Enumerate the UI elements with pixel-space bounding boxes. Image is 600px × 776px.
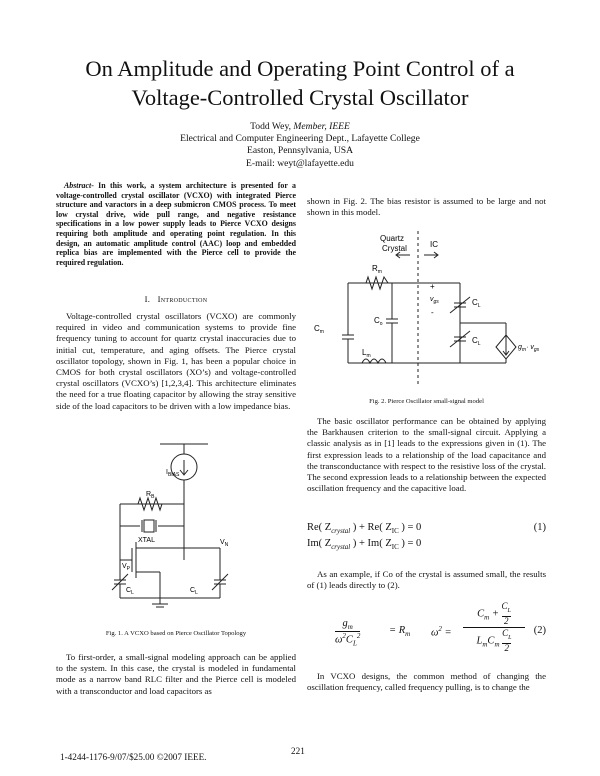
equation-1-line-1: Re( Zcrystal ) + Re( ZIC ) = 0 — [307, 522, 422, 536]
equation-1: Re( Zcrystal ) + Re( ZIC ) = 0 Im( Zcrys… — [307, 522, 546, 552]
title-line-2: Voltage-Controlled Crystal Oscillator — [131, 85, 469, 110]
paragraph-text: The basic oscillator performance can be … — [307, 416, 546, 494]
author-membership: Member, IEEE — [293, 121, 350, 132]
author-line: Todd Wey, Member, IEEE — [0, 121, 600, 133]
section-number: I. — [144, 294, 151, 304]
author-email[interactable]: E-mail: weyt@lafayette.edu — [246, 157, 354, 169]
vcxo-paragraph: In VCXO designs, the common method of ch… — [307, 671, 546, 693]
paragraph-text: As an example, if Co of the crystal is a… — [307, 569, 546, 591]
xtal-label: XTAL — [138, 537, 155, 544]
analysis-paragraph: The basic oscillator performance can be … — [307, 416, 546, 494]
rb-label: RB — [146, 491, 155, 500]
figure-2-small-signal-model: Quartz Crystal IC Rm Cm Co Lm + vgs - CL… — [314, 231, 540, 387]
paragraph-text: In VCXO designs, the common method of ch… — [307, 671, 546, 693]
vn-label: VN — [220, 539, 229, 548]
paragraph-text: Voltage-controlled crystal oscillators (… — [56, 311, 296, 411]
section-heading: I. Introduction — [56, 294, 296, 305]
title-line-1: On Amplitude and Operating Point Control… — [85, 56, 515, 81]
minus-label: - — [431, 308, 434, 317]
equation-2-omega: ω2 = — [431, 625, 452, 639]
lm-label: Lm — [362, 348, 371, 359]
equation-1-line-2: Im( Zcrystal ) + Im( ZIC ) = 0 — [307, 538, 422, 552]
cm-label: Cm — [314, 324, 324, 335]
abstract-label: Abstract — [64, 181, 92, 190]
plus-label: + — [430, 282, 435, 291]
example-paragraph: As an example, if Co of the crystal is a… — [307, 569, 546, 591]
co-label: Co — [374, 316, 383, 327]
vgs-label: vgs — [430, 296, 439, 305]
paper-title: On Amplitude and Operating Point Control… — [0, 54, 600, 112]
equation-2-fraction-1: gm ω2CL2 — [335, 618, 361, 648]
right-intro-text: shown in Fig. 2. The bias resistor is as… — [307, 196, 546, 218]
figure-1-caption: Fig. 1. A VCXO based on Pierce Oscillato… — [105, 630, 247, 637]
intro-paragraph-1: Voltage-controlled crystal oscillators (… — [56, 311, 296, 412]
abstract-text: - In this work, a system architecture is… — [56, 181, 296, 267]
ic-label: IC — [430, 240, 438, 249]
intro-paragraph-2: To first-order, a small-signal modeling … — [56, 652, 296, 697]
footer-copyright: 1-4244-1176-9/07/$25.00 ©2007 IEEE. — [60, 752, 207, 762]
abstract: Abstract- In this work, a system archite… — [56, 181, 296, 267]
lm-inductor — [361, 358, 387, 365]
figure-2-caption: Fig. 2. Pierce Oscillator small-signal m… — [369, 398, 484, 405]
equation-1-number: (1) — [533, 522, 546, 533]
ibias-label: IBIAS — [166, 469, 180, 478]
author-name: Todd Wey, — [250, 121, 292, 132]
equation-2-rm: = Rm — [389, 625, 411, 639]
rb-resistor — [137, 496, 163, 512]
paragraph-text: To first-order, a small-signal modeling … — [56, 652, 296, 696]
quartz-label: Quartz — [380, 234, 404, 243]
rm-resistor — [365, 275, 389, 291]
figure-1-schematic: IBIAS RB XTAL VP VN CL CL — [111, 443, 229, 608]
xtal-symbol — [143, 519, 155, 533]
cl-left-label: CL — [126, 587, 134, 596]
rm-label: Rm — [372, 264, 382, 275]
author-block: Todd Wey, Member, IEEE Electrical and Co… — [0, 121, 600, 170]
author-affiliation: Electrical and Computer Engineering Dept… — [180, 133, 420, 145]
equation-2-number: (2) — [533, 625, 546, 636]
cl-top-label: CL — [472, 298, 481, 309]
cl-bottom-label: CL — [472, 336, 481, 347]
page-number: 221 — [291, 746, 305, 756]
vp-label: VP — [122, 563, 131, 572]
crystal-label: Crystal — [382, 244, 407, 253]
section-title: Introduction — [157, 294, 208, 304]
gm-vgs-label: gm· vgs — [518, 344, 540, 353]
author-location: Easton, Pennsylvania, USA — [246, 145, 354, 157]
cl-right-label: CL — [190, 587, 198, 596]
